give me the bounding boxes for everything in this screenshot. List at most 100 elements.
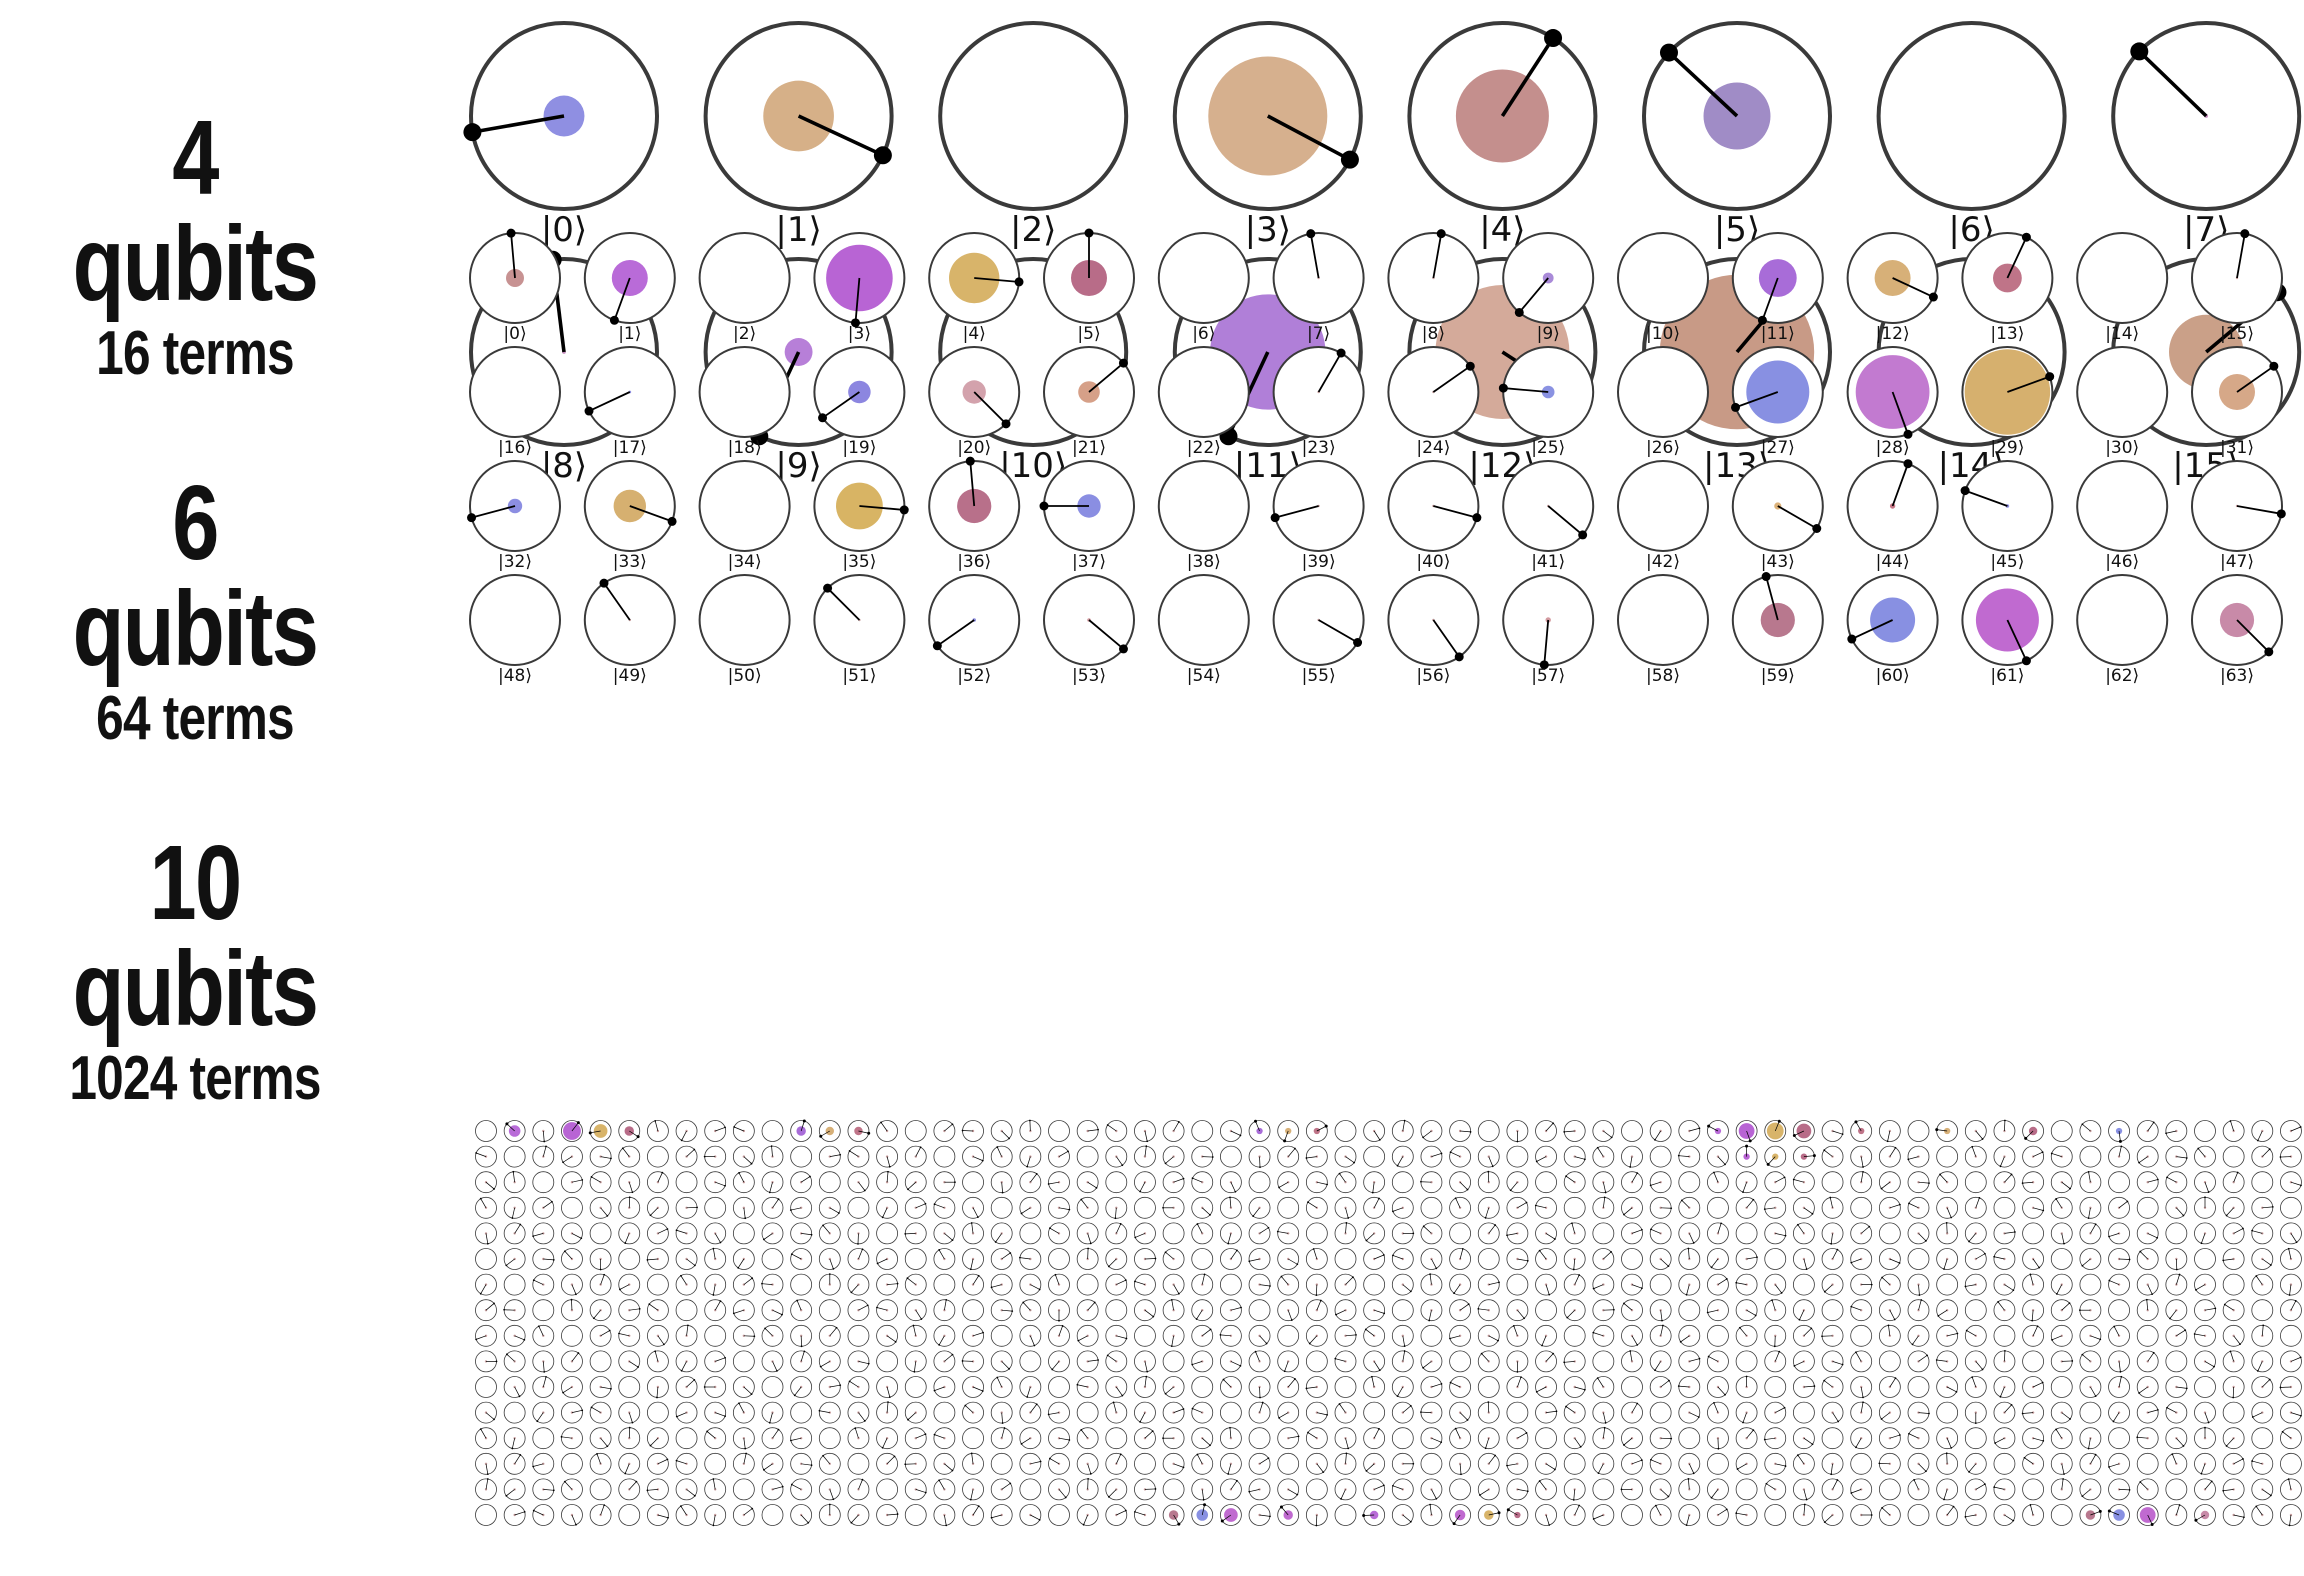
dial-outline bbox=[1477, 1120, 1500, 1142]
phase-dot bbox=[1196, 1453, 1199, 1456]
amplitude-dial: |60⟩ bbox=[1846, 574, 1939, 686]
amplitude-dial bbox=[475, 1171, 497, 1194]
amplitude-disc bbox=[1602, 1334, 1605, 1338]
dial-outline bbox=[2050, 1120, 2073, 1142]
amplitude-dial bbox=[1707, 1324, 1729, 1347]
phase-dot bbox=[951, 1353, 954, 1356]
dial-outline bbox=[1621, 1376, 1643, 1398]
phase-dot bbox=[1649, 1184, 1652, 1187]
phase-dot bbox=[2145, 1298, 2148, 1301]
amplitude-dial bbox=[2108, 1145, 2130, 1168]
phase-hand bbox=[859, 505, 905, 511]
dial-outline bbox=[1076, 1273, 1099, 1296]
amplitude-dial bbox=[933, 1298, 956, 1322]
amplitude-dial bbox=[1793, 1324, 1815, 1347]
dial-outline bbox=[1277, 1324, 1300, 1347]
amplitude-dial bbox=[1878, 1350, 1901, 1373]
phase-dot bbox=[2281, 1430, 2284, 1433]
ket-label: |9⟩ bbox=[1537, 324, 1560, 344]
amplitude-dial bbox=[704, 1401, 727, 1424]
phase-hand bbox=[771, 1146, 773, 1157]
amplitude-disc bbox=[828, 1411, 831, 1414]
amplitude-dial: |56⟩ bbox=[1387, 574, 1480, 686]
ket-label: |32⟩ bbox=[498, 552, 532, 572]
phase-dot bbox=[1001, 419, 1011, 429]
amplitude-dial bbox=[1936, 1273, 1959, 1296]
amplitude-dial bbox=[1592, 1120, 1615, 1142]
phase-dot bbox=[1554, 1238, 1556, 1240]
phase-dot bbox=[2081, 1495, 2084, 1498]
amplitude-dial bbox=[2165, 1401, 2188, 1424]
phase-hand bbox=[480, 1284, 487, 1294]
phase-dot bbox=[552, 1259, 555, 1261]
amplitude-dial bbox=[1048, 1478, 1070, 1501]
ket-label: |12⟩ bbox=[1876, 324, 1910, 344]
amplitude-dial bbox=[589, 1427, 612, 1450]
phase-hand bbox=[829, 1384, 841, 1388]
phase-dot bbox=[1429, 1273, 1431, 1276]
amplitude-dial bbox=[2021, 1171, 2044, 1194]
phase-dot bbox=[1227, 1242, 1230, 1245]
phase-dot bbox=[1422, 1136, 1425, 1139]
phase-dot bbox=[2255, 1505, 2258, 1508]
phase-dot bbox=[1697, 1416, 1700, 1418]
amplitude-dial bbox=[2107, 1504, 2130, 1526]
amplitude-dial bbox=[2079, 1504, 2102, 1526]
amplitude-dial bbox=[1678, 1324, 1701, 1347]
phase-hand bbox=[1855, 1352, 1862, 1362]
amplitude-dial bbox=[2050, 1171, 2073, 1194]
phase-dot bbox=[1294, 1378, 1296, 1380]
phase-hand bbox=[676, 1412, 687, 1417]
phase-dot bbox=[575, 1523, 577, 1526]
amplitude-dial: |50⟩ bbox=[698, 574, 791, 686]
phase-dot bbox=[2182, 1445, 2185, 1447]
phase-dot bbox=[1552, 1122, 1555, 1125]
amplitude-dial bbox=[1850, 1478, 1873, 1501]
amplitude-dial bbox=[876, 1452, 898, 1475]
phase-dot bbox=[1754, 1314, 1757, 1317]
phase-hand bbox=[1316, 1181, 1328, 1185]
phase-dot bbox=[819, 1365, 822, 1368]
phase-hand bbox=[1144, 1146, 1147, 1157]
phase-dot bbox=[2012, 1289, 2015, 1292]
amplitude-dial bbox=[1076, 1273, 1099, 1296]
phase-hand bbox=[2033, 1207, 2044, 1211]
phase-dot bbox=[2087, 1217, 2090, 1220]
phase-hand bbox=[1316, 1300, 1322, 1311]
amplitude-dial bbox=[1248, 1478, 1271, 1501]
amplitude-dial bbox=[1506, 1196, 1529, 1219]
phase-dot bbox=[823, 583, 833, 593]
amplitude-dial bbox=[703, 1376, 727, 1398]
phase-hand bbox=[1278, 1412, 1289, 1419]
amplitude-dial bbox=[2050, 1273, 2073, 1296]
phase-dot bbox=[552, 1489, 555, 1492]
phase-hand bbox=[1964, 489, 2008, 507]
phase-hand bbox=[1888, 1325, 1891, 1336]
dial-outline bbox=[1105, 1427, 1128, 1450]
amplitude-dial bbox=[1592, 1196, 1615, 1219]
phase-dot bbox=[1177, 1121, 1180, 1123]
amplitude-dial bbox=[503, 1222, 526, 1245]
dial-outline bbox=[1793, 1273, 1815, 1296]
phase-dot bbox=[924, 1202, 927, 1205]
phase-dot bbox=[1436, 229, 1446, 239]
dial-outline bbox=[2280, 1452, 2302, 1475]
amplitude-dial bbox=[847, 1222, 870, 1245]
phase-dot bbox=[1654, 1369, 1656, 1372]
phase-hand bbox=[1860, 1386, 1864, 1398]
phase-hand bbox=[913, 1325, 917, 1336]
phase-dot bbox=[1035, 1172, 1038, 1175]
phase-hand bbox=[1602, 1182, 1606, 1193]
phase-dot bbox=[719, 1241, 722, 1244]
dial-outline bbox=[1649, 1273, 1672, 1296]
amplitude-disc bbox=[1430, 1411, 1433, 1414]
phase-hand bbox=[472, 114, 565, 134]
phase-hand bbox=[514, 1335, 525, 1341]
phase-hand bbox=[1971, 1377, 1977, 1388]
phase-dot bbox=[693, 1148, 696, 1151]
amplitude-dial bbox=[1935, 1120, 1959, 1142]
dial-outline bbox=[1449, 1478, 1471, 1501]
amplitude-dial bbox=[1792, 1120, 1815, 1142]
amplitude-dial bbox=[1764, 1119, 1787, 1142]
phase-dot bbox=[636, 1135, 640, 1139]
